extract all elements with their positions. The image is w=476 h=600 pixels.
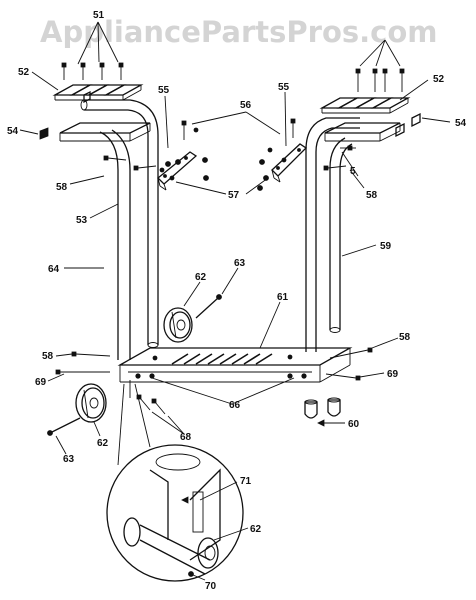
left-frame [59,99,159,360]
callout-52-right: 52 [433,74,445,85]
bracket-screws-and-nuts [159,118,296,191]
upright-screws [103,145,356,171]
lower-axle-bolt [47,417,81,436]
right-frame [305,117,401,352]
callout-57: 57 [228,190,240,201]
callout-54-left: 54 [7,126,19,137]
callout-63-lower: 63 [63,454,75,465]
shelf-holes [135,354,307,379]
detail-magnifier [106,383,244,582]
lower-wheel [75,383,107,423]
callout-63-upper: 63 [234,258,246,269]
upper-axle-bolt [195,294,222,319]
callout-53: 53 [76,215,88,226]
callout-5: 5 [350,166,356,177]
callout-54-right: 54 [455,118,467,129]
callout-51: 51 [93,10,105,21]
callout-58-low-right: 58 [399,332,411,343]
callout-68: 68 [180,432,192,443]
callout-61: 61 [277,292,289,303]
callout-66: 66 [229,400,241,411]
callout-69-right: 69 [387,369,399,380]
right-cross-bracket [271,143,308,183]
callout-59: 59 [380,241,392,252]
bottom-shelf [117,347,353,383]
watermark-text: AppliancePartsPros.com [40,15,437,49]
callout-58-low-left: 58 [42,351,54,362]
callout-69-left: 69 [35,377,47,388]
callout-62-upper: 62 [195,272,207,283]
upper-wheel [163,307,193,343]
callout-55-left: 55 [158,85,170,96]
callout-64: 64 [48,264,60,275]
callout-labels: 51 52 52 54 54 55 55 56 57 58 58 5 53 64… [7,10,467,592]
callout-70: 70 [205,581,217,592]
leveling-feet [304,397,341,419]
callout-56: 56 [240,100,252,111]
right-slat-screws [355,68,405,92]
callout-62-lower: 62 [97,438,109,449]
leader-lines [19,21,451,581]
right-end-caps [395,112,421,138]
left-slat-screws [61,62,124,80]
right-shelf-slats [319,97,411,114]
callout-62-detail: 62 [250,524,262,535]
bottom-shelf-vents [171,353,273,365]
left-end-caps [39,90,91,140]
callout-58-right: 58 [366,190,378,201]
callout-58-left: 58 [56,182,68,193]
callout-52-left: 52 [18,67,30,78]
shelf-screws [55,347,373,381]
callout-55-right: 55 [278,82,290,93]
left-shelf-slats [52,84,144,101]
callout-60: 60 [348,419,360,430]
callout-71: 71 [240,476,252,487]
